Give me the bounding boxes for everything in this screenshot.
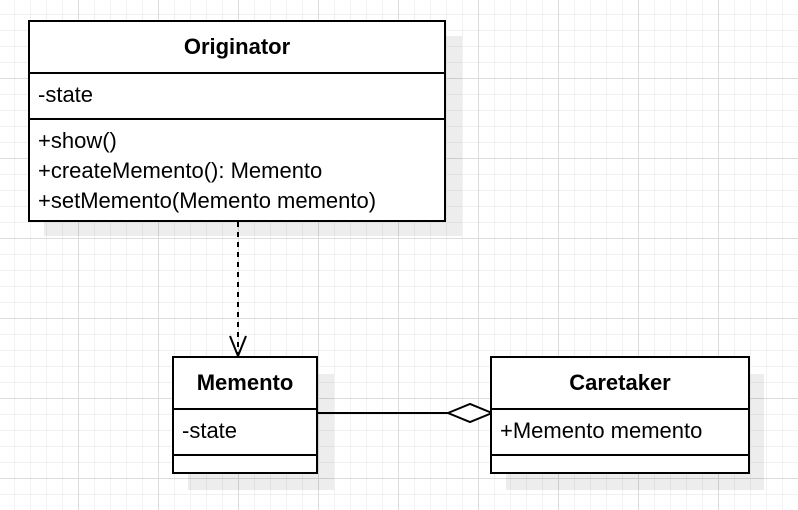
aggregation-diamond [445,402,495,424]
caretaker-class[interactable]: Caretaker +Memento memento [490,356,750,474]
caretaker-attribute-memento: +Memento memento [500,418,703,443]
originator-attribute-state: -state [38,82,94,107]
memento-class[interactable]: Memento -state [172,356,318,474]
originator-class-name: Originator [30,22,444,74]
originator-attributes: -state [30,74,444,120]
caretaker-attributes: +Memento memento [492,410,748,456]
caretaker-class-name: Caretaker [492,358,748,410]
originator-method-create-memento: +createMemento(): Memento [38,158,323,183]
originator-method-set-memento: +setMemento(Memento memento) [38,188,377,213]
originator-class[interactable]: Originator -state +show() +createMemento… [28,20,446,222]
caretaker-methods [492,456,748,472]
memento-methods [174,456,316,472]
memento-attribute-state: -state [182,418,238,443]
memento-class-name: Memento [174,358,316,410]
originator-method-show: +show() [38,128,117,153]
originator-methods: +show() +createMemento(): Memento +setMe… [30,120,444,220]
memento-attributes: -state [174,410,316,456]
